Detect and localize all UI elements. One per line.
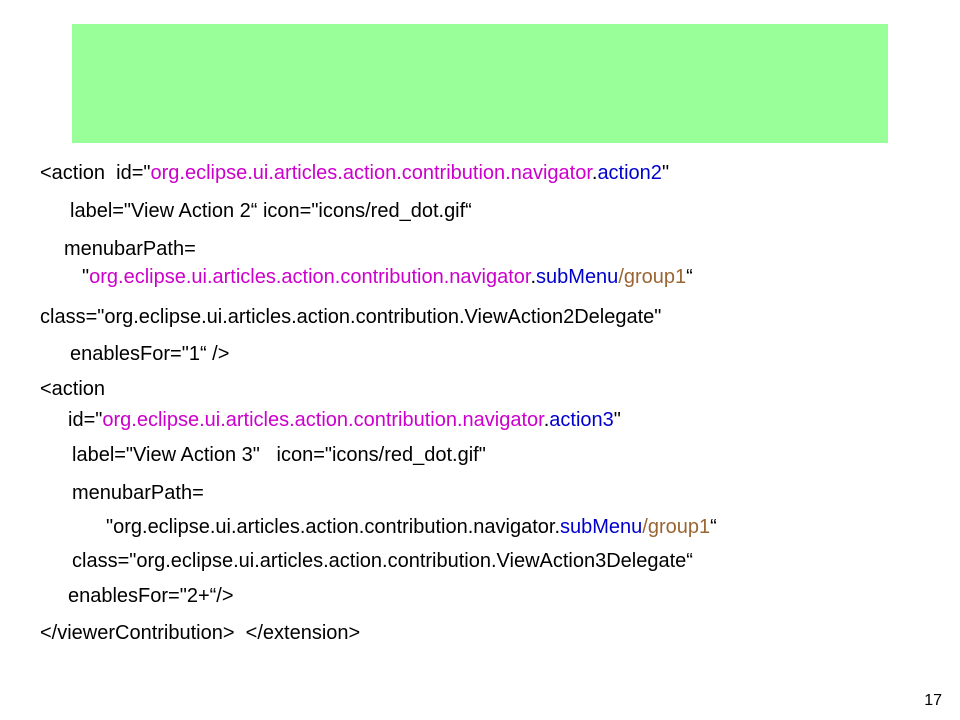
- code-segment: <action id=": [40, 162, 151, 184]
- code-segment: ": [82, 266, 90, 288]
- code-segment: subMenu: [536, 266, 619, 288]
- code-segment: “: [686, 266, 693, 288]
- code-line: enablesFor="2+“/>: [68, 584, 234, 608]
- code-segment: id=": [68, 409, 103, 431]
- code-segment: /group1: [618, 266, 687, 288]
- code-segment: org.eclipse.ui.articles.action.contribut…: [150, 162, 592, 184]
- code-segment: ": [661, 162, 670, 184]
- code-line: class="org.eclipse.ui.articles.action.co…: [72, 549, 693, 573]
- code-line: enablesFor="1“ />: [70, 342, 229, 366]
- code-line: <action: [40, 377, 105, 401]
- code-line: </viewerContribution> </extension>: [40, 621, 360, 645]
- code-segment: org.eclipse.ui.articles.action.contribut…: [89, 266, 531, 288]
- code-segment: class="org.eclipse.ui.articles.action.co…: [72, 550, 693, 572]
- code-segment: class="org.eclipse.ui.articles.action.co…: [40, 306, 662, 328]
- code-segment: </viewerContribution> </extension>: [40, 622, 361, 644]
- code-line: id="org.eclipse.ui.articles.action.contr…: [68, 408, 621, 432]
- code-line: menubarPath=: [64, 237, 196, 261]
- code-line: "org.eclipse.ui.articles.action.contribu…: [82, 265, 693, 289]
- page-number: 17: [924, 692, 942, 709]
- code-segment: action2: [597, 162, 662, 184]
- code-segment: label="View Action 3" icon="icons/red_do…: [72, 444, 486, 466]
- code-segment: "org.eclipse.ui.articles.action.contribu…: [106, 516, 561, 538]
- code-line: menubarPath=: [72, 481, 204, 505]
- code-segment: “: [710, 516, 717, 538]
- code-segment: label="View Action 2“ icon="icons/red_do…: [70, 200, 472, 222]
- code-segment: org.eclipse.ui.articles.action.contribut…: [102, 409, 544, 431]
- code-line: label="View Action 3" icon="icons/red_do…: [72, 443, 486, 467]
- code-segment: /group1: [642, 516, 711, 538]
- title-banner: [72, 24, 888, 143]
- code-segment: .: [591, 162, 598, 184]
- code-segment: menubarPath=: [72, 482, 204, 504]
- code-segment: enablesFor="1“ />: [70, 343, 230, 365]
- code-segment: .: [530, 266, 537, 288]
- code-line: <action id="org.eclipse.ui.articles.acti…: [40, 161, 669, 185]
- code-segment: enablesFor="2+“/>: [68, 585, 234, 607]
- code-line: label="View Action 2“ icon="icons/red_do…: [70, 199, 472, 223]
- code-segment: subMenu: [560, 516, 643, 538]
- code-segment: ": [613, 409, 621, 431]
- code-segment: menubarPath=: [64, 238, 196, 260]
- code-line: "org.eclipse.ui.articles.action.contribu…: [106, 515, 717, 539]
- code-segment: <action: [40, 378, 106, 400]
- code-segment: action3: [549, 409, 614, 431]
- code-line: class="org.eclipse.ui.articles.action.co…: [40, 305, 661, 329]
- code-segment: .: [543, 409, 550, 431]
